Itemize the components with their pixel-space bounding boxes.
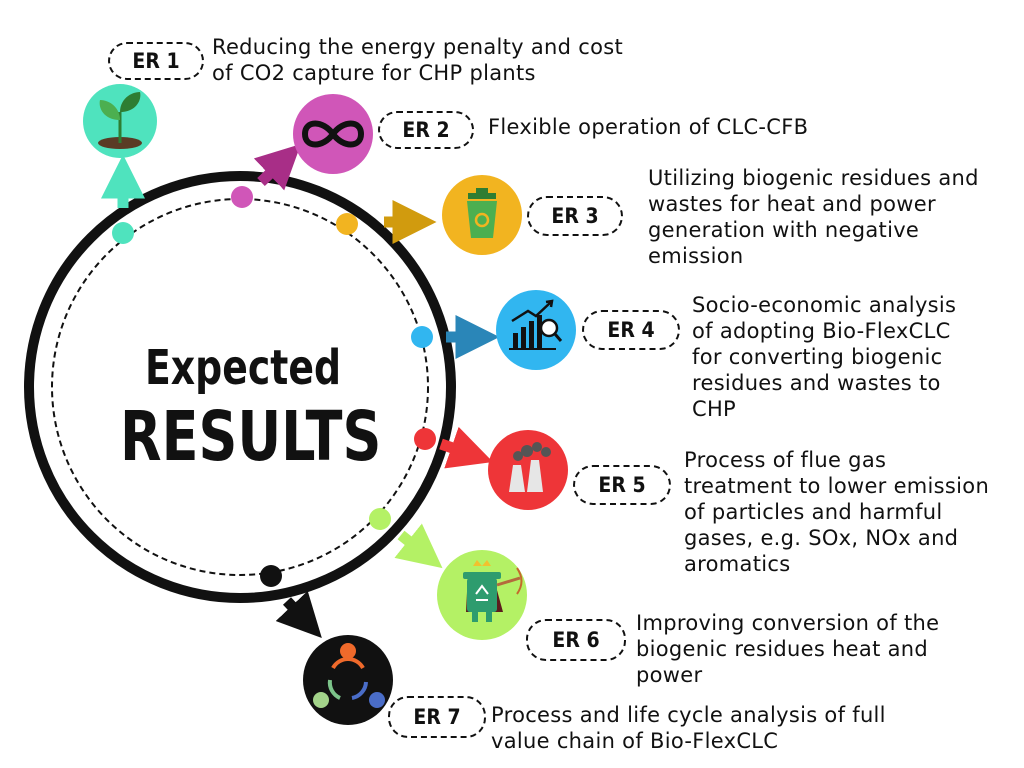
er5-description-line: gases, e.g. SOx, NOx and [684,526,959,550]
node-er2 [231,186,253,208]
arrow-er2 [253,144,301,191]
er4-description-line: CHP [692,397,737,421]
er6-description-line: Improving conversion of the [636,611,940,635]
er6-description: Improving conversion of the biogenic res… [636,610,939,688]
biohazard-bin-icon [442,175,522,255]
er6-description-line: biogenic residues heat and [636,637,928,661]
er3-description: Utilizing biogenic residues and wastes f… [648,165,979,269]
er5-description-line: treatment to lower emission [684,474,990,498]
er3-description-line: Utilizing biogenic residues and [648,166,979,190]
node-er5 [414,428,436,450]
outer-ring [24,171,456,603]
er1-label: ER 1 [108,42,204,80]
node-er7 [260,565,282,587]
growth-chart-icon [496,290,576,370]
er6-label: ER 6 [526,619,626,661]
er7-description: Process and life cycle analysis of full … [491,702,886,754]
er4-description-line: residues and wastes to [692,371,941,395]
infinity-icon [293,94,373,174]
er2-description: Flexible operation of CLC-CFB [488,114,808,140]
er3-description-line: generation with negative [648,218,920,242]
er5-label: ER 5 [573,465,671,505]
node-er3 [336,213,358,235]
er7-description-line: value chain of Bio-FlexCLC [491,729,779,753]
node-er4 [411,326,433,348]
er3-label: ER 3 [527,196,623,236]
er6-description-line: power [636,663,703,687]
er4-description-line: for converting biogenic [692,345,943,369]
er5-description-line: aromatics [684,552,791,576]
seedling-icon [83,84,157,158]
node-er6 [369,508,391,530]
arrow-er5 [439,426,493,469]
center-title-line2: RESULTS [120,396,382,478]
er7-label: ER 7 [388,696,486,738]
er3-description-line: emission [648,244,744,268]
node-er1 [112,222,134,244]
factory-icon [488,430,568,510]
er1-description-line: of CO2 capture for CHP plants [212,61,536,85]
recycle-bin-hero-icon [437,550,527,640]
arrow-er7 [275,590,322,639]
er1-description: Reducing the energy penalty and cost of … [212,34,623,86]
cycle-icon [303,635,393,725]
er3-description-line: wastes for heat and power [648,192,936,216]
arrow-er6 [394,523,443,569]
center-title-line1: Expected [144,339,341,396]
er4-description-line: of adopting Bio-FlexCLC [692,319,951,343]
er5-description-line: of particles and harmful [684,500,943,524]
er2-description-line: Flexible operation of CLC-CFB [488,115,809,139]
er5-description: Process of flue gas treatment to lower e… [684,447,989,577]
er4-description: Socio-economic analysis of adopting Bio-… [692,292,956,422]
er2-label: ER 2 [378,111,474,149]
er4-label: ER 4 [582,310,680,350]
er5-description-line: Process of flue gas [684,448,887,472]
er7-description-line: Process and life cycle analysis of full [491,703,886,727]
er1-description-line: Reducing the energy penalty and cost [212,35,624,59]
er4-description-line: Socio-economic analysis [692,293,957,317]
